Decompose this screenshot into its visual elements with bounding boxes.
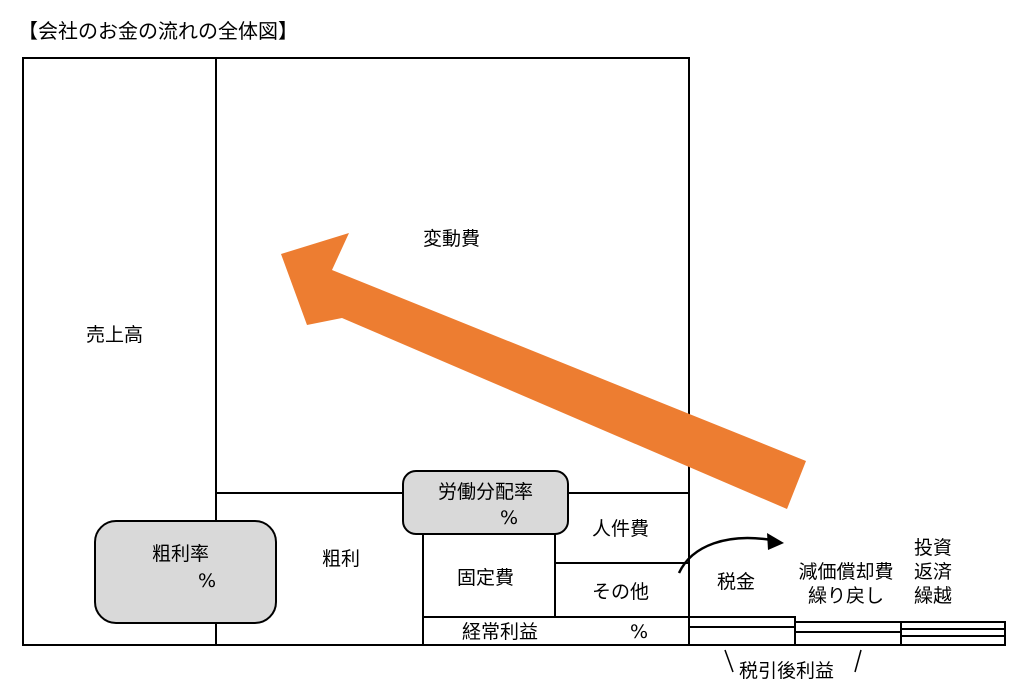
- strip-tax-top: [688, 616, 796, 618]
- invest-label-2: 返済: [914, 561, 953, 583]
- depreciation-label-2: 繰り戻し: [807, 585, 884, 607]
- labor-share-label: 労働分配率: [438, 481, 534, 503]
- strip-dep-top: [794, 621, 902, 623]
- bracket-left: [724, 649, 734, 673]
- labor-share-pct: %: [500, 507, 519, 529]
- gross-margin-rate-label: 粗利率: [152, 543, 210, 565]
- baseline: [688, 644, 1006, 646]
- invest-label-1: 投資: [914, 537, 953, 559]
- depreciation-label-1: 減価償却費: [798, 561, 894, 583]
- ordinary-profit-pct: %: [630, 621, 649, 643]
- invest-label-3: 繰越: [914, 585, 953, 607]
- strip-tax-mid: [688, 626, 796, 628]
- gross-profit-label: 粗利: [322, 548, 361, 570]
- strip-divider-2: [900, 621, 902, 646]
- curved-arrow-head: [767, 533, 784, 550]
- strip-inv-1: [900, 621, 1006, 623]
- fixed-cost-label: 固定費: [457, 567, 515, 589]
- after-tax-profit-label: 税引後利益: [739, 660, 835, 682]
- strip-dep-mid: [794, 631, 902, 633]
- sales-label: 売上高: [86, 324, 144, 346]
- variable-cost-label: 変動費: [423, 228, 481, 250]
- other-label: その他: [592, 581, 650, 603]
- labor-share-callout: [402, 470, 569, 535]
- personnel-label: 人件費: [592, 518, 650, 540]
- strip-inv-3: [900, 635, 1006, 637]
- bracket-right: [854, 649, 862, 673]
- ordinary-profit-label: 経常利益: [462, 621, 539, 643]
- gross-margin-callout: [94, 520, 277, 624]
- strip-inv-2: [900, 628, 1006, 630]
- diagram-title: 【会社のお金の流れの全体図】: [18, 19, 298, 43]
- tax-label: 税金: [717, 571, 756, 593]
- strip-right-edge: [1004, 621, 1006, 646]
- ordinary-profit-box: [422, 616, 690, 646]
- curved-arrow-shaft: [677, 536, 772, 574]
- big-orange-arrow: [281, 233, 806, 509]
- gross-margin-pct: %: [198, 570, 217, 592]
